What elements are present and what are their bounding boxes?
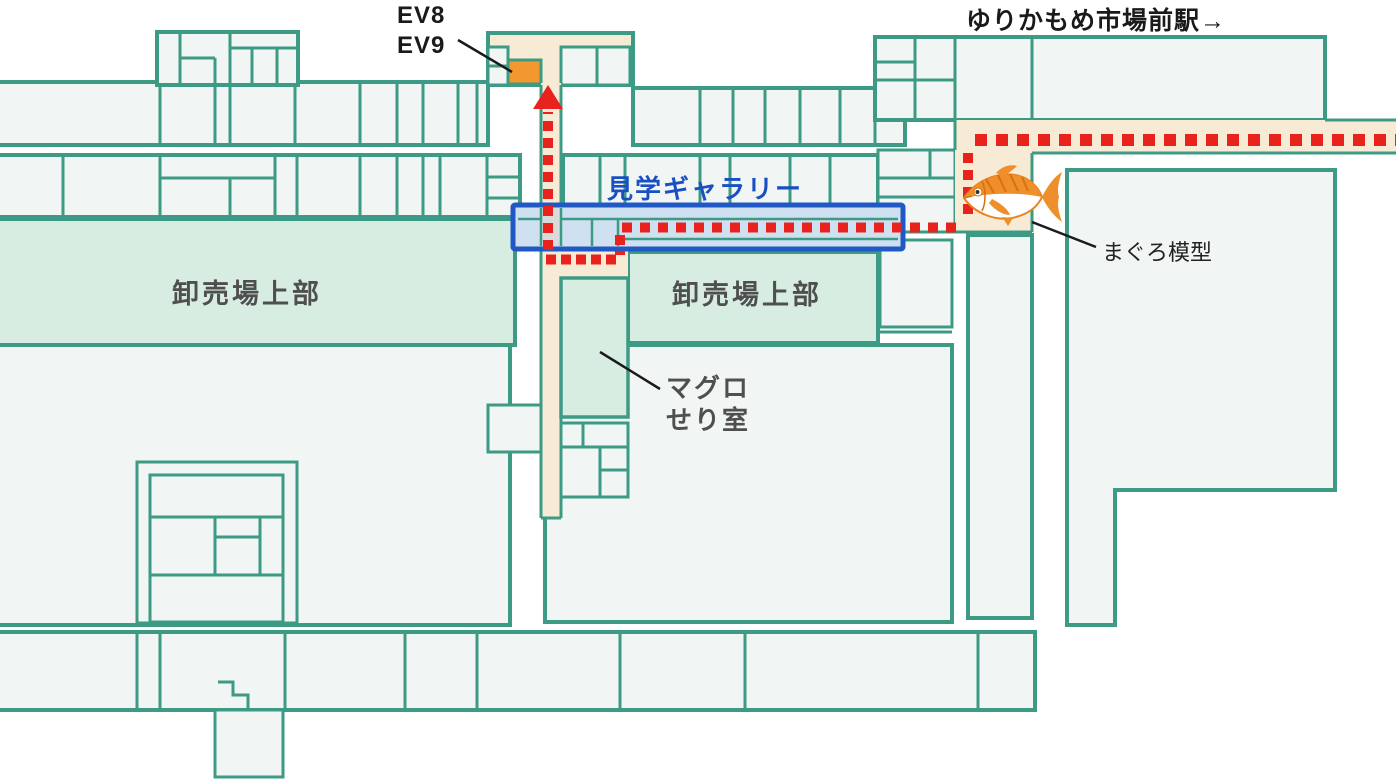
wholesale-area-left [0,217,517,347]
room-strip-vertical [966,233,1034,620]
room-beside-corridor [486,403,543,454]
label-pointer-lines [457,38,1097,391]
label-ev9: EV9 [397,32,446,59]
label-viewing-gallery: 見学ギャラリー [607,174,804,204]
label-yurikamome-station: ゆりかもめ市場前駅→ [966,7,1227,35]
tuna-auction-room [559,276,630,419]
viewing-gallery-highlight [510,202,906,252]
protruding-block-top-left [155,30,300,87]
label-tuna-model: まぐろ模型 [1102,240,1213,265]
building-block-top-right [873,35,1327,122]
ev9-pointer-line [457,38,513,74]
top-room-band-upper-left [0,80,490,147]
route-arrow-up-icon [533,85,563,109]
small-room-cluster [559,421,630,499]
building-right-large [1065,168,1337,627]
label-wholesale-left: 卸売場上部 [172,279,322,309]
elevator-orange-box [506,58,543,86]
building-bottom-left [0,343,512,627]
tuna-model-pointer-line [1031,220,1097,249]
label-wholesale-right: 卸売場上部 [672,280,822,310]
visitor-route-dotted-line [533,85,1396,265]
bottom-room-band [0,630,1037,779]
wholesale-area-right [626,250,880,345]
stairs-icon [218,680,250,710]
auction-room-pointer-line [599,350,661,391]
top-room-band-lower-left [0,153,522,219]
tuna-fish-icon [962,165,1062,226]
label-ev8: EV8 [397,2,446,29]
top-room-band-upper-right [631,86,907,147]
label-tuna-auction-room: マグロ せり室 [666,373,751,435]
elevator-hall-block [486,31,635,87]
room-right-of-wholesale [878,238,954,334]
